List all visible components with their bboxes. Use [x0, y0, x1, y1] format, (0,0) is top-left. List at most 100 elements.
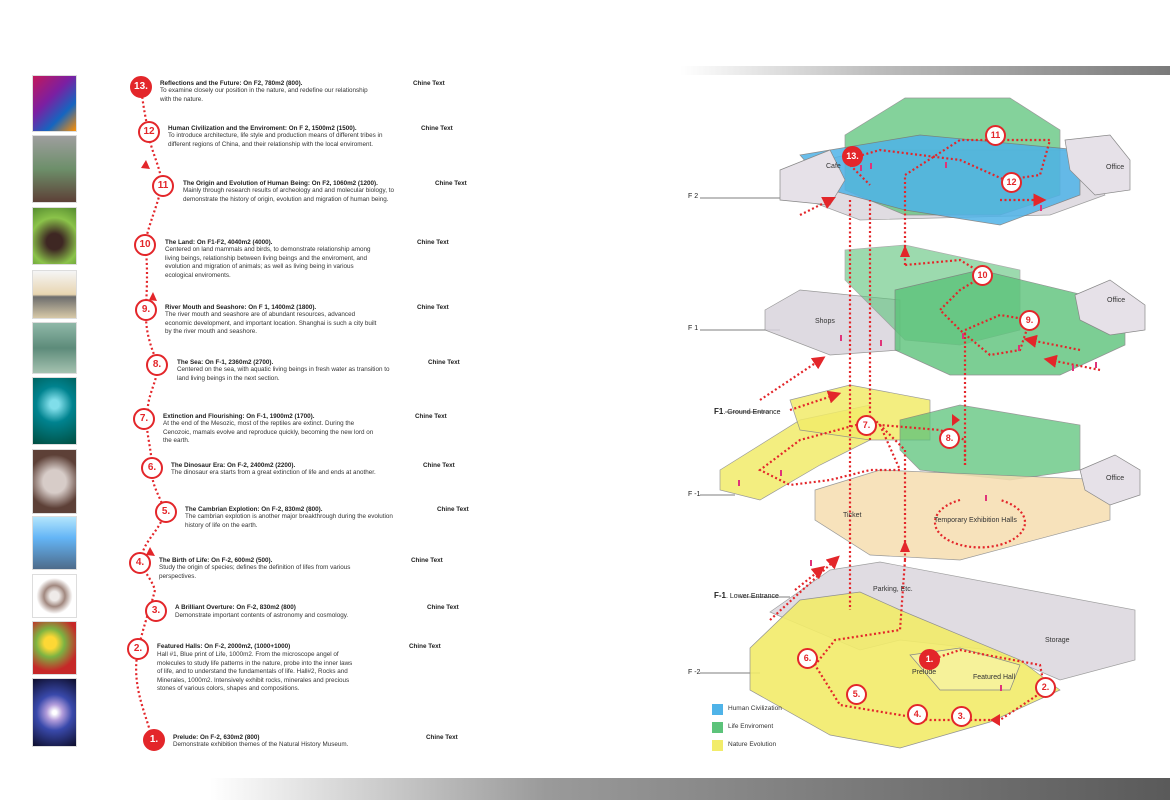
step-number-badge: 10 [134, 234, 156, 256]
chine-text: Chine Text [423, 462, 455, 469]
step-number-badge: 8. [146, 354, 168, 376]
chine-text: Chine Text [427, 604, 459, 611]
floor-label-lower-entrance: F-1. Lower Entrance [714, 591, 779, 600]
step-title: A Brilliant Overture: On F-2, 830m2 (800… [175, 604, 296, 611]
chine-text: Chine Text [428, 359, 460, 366]
step-description: The cambrian explotion is another major … [185, 513, 393, 529]
step-number-badge: 7. [133, 408, 155, 430]
step-description: To examine closely our position in the n… [160, 87, 368, 103]
top-gradient-bar [680, 66, 1170, 75]
area-label-office: Office [1107, 297, 1126, 304]
floor-label-f2: F 2 [688, 193, 699, 200]
step-number-badge: 3. [145, 600, 167, 622]
chine-text: Chine Text [409, 643, 441, 650]
diagram-marker-4: 4. [907, 704, 928, 725]
floor-f1 [764, 244, 1146, 376]
step-description: Demonstrate exhibition themes of the Nat… [173, 741, 349, 748]
diagram-marker-6: 6. [797, 648, 818, 669]
thumb-village-image [32, 135, 77, 203]
thumb-ammonite-image [32, 574, 77, 618]
floor-label-ground-entrance-level: F1 [714, 407, 724, 416]
step-description: Centered on the sea, with aquatic living… [177, 366, 390, 382]
chine-text: Chine Text [411, 557, 443, 564]
step-description: Centered on land mammals and birds, to d… [165, 246, 371, 279]
floor-label-fm1: F -1 [688, 491, 701, 498]
diagram-marker-1: 1. [919, 649, 940, 670]
legend-swatch-human-civilization [712, 704, 723, 715]
floor-label-f1: F 1 [688, 325, 699, 332]
step-description: To introduce architecture, life style an… [168, 132, 383, 148]
step-number-badge: 4. [129, 552, 151, 574]
floor-fm1 [719, 384, 1141, 561]
step-title: The Dinosaur Era: On F-2, 2400m2 (2200). [171, 462, 296, 469]
bottom-gradient-bar [210, 778, 1170, 800]
legend-swatch-nature-evolution [712, 740, 723, 751]
chine-text: Chine Text [417, 304, 449, 311]
step-title: The Origin and Evolution of Human Being:… [183, 180, 378, 187]
step-title: Featured Halls: On F-2, 2000m2, (1000+10… [157, 643, 291, 650]
step-number-badge: 13. [130, 76, 152, 98]
step-title: River Mouth and Seashore: On F 1, 1400m2… [165, 304, 317, 311]
chine-text: Chine Text [421, 125, 453, 132]
chine-text: Chine Text [437, 506, 469, 513]
step-number-badge: 12 [138, 121, 160, 143]
diagram-marker-10: 10 [972, 265, 993, 286]
area-label-shops: Shops [815, 318, 835, 325]
thumb-dinosaur-image [32, 516, 77, 570]
chine-text: Chine Text [417, 239, 449, 246]
area-label-temporary-exhibition: Temporary Exhibition Halls [934, 517, 1017, 524]
diagram-marker-2: 2. [1035, 677, 1056, 698]
floor-label-ground-entrance-text: . Ground Entrance [723, 409, 781, 416]
step-title: The Sea: On F-1, 2360m2 (2700). [177, 359, 274, 366]
legend-swatch-life-environment [712, 722, 723, 733]
diagram-marker-11: 11 [985, 125, 1006, 146]
area-label-parking: Parking, Etc. [873, 586, 913, 593]
diagram-marker-13: 13. [842, 146, 863, 167]
chine-text: Chine Text [435, 180, 467, 187]
legend-label: Human Civilization [728, 705, 782, 712]
step-number-badge: 5. [155, 501, 177, 523]
step-title: Human Civilization and the Enviroment: O… [168, 125, 357, 132]
floor-label-lower-entrance-text: . Lower Entrance [726, 593, 779, 600]
step-number-badge: 11 [152, 175, 174, 197]
floor-label-fm2: F -2 [688, 669, 701, 676]
area-label-prelude: Prelude [912, 669, 937, 676]
area-label-office: Office [1106, 164, 1125, 171]
step-title: Extinction and Flourishing: On F-1, 1900… [163, 413, 315, 420]
diagram-marker-3: 3. [951, 706, 972, 727]
step-description: Hall #1, Blue print of Life, 1000m2. Fro… [157, 651, 353, 693]
step-title: Reflections and the Future: On F2, 780m2… [160, 80, 303, 87]
step-number-badge: 2. [127, 638, 149, 660]
step-title: Prelude: On F-2, 630m2 (800) [173, 734, 260, 741]
axonometric-diagram [700, 97, 1146, 749]
step-number-badge: 1. [143, 729, 165, 751]
step-description: Study the origin of species; defines the… [159, 564, 351, 580]
area-label-storage: Storage [1045, 637, 1070, 644]
area-label-featured-hall: Featured Hall [973, 674, 1016, 681]
thumb-galaxy-image [32, 678, 77, 747]
step-description: Mainly through research results of arche… [183, 187, 394, 203]
step-title: The Cambrian Explotion: On F-2, 830m2 (8… [185, 506, 323, 513]
chine-text: Chine Text [426, 734, 458, 741]
step-title: The Birth of Life: On F-2, 600m2 (500). [159, 557, 273, 564]
step-description: The dinosaur era starts from a great ext… [171, 469, 376, 476]
legend-label: Life Enviroment [728, 723, 774, 730]
step-description: The river mouth and seashore are of abun… [165, 311, 377, 336]
step-number-badge: 6. [141, 457, 163, 479]
step-title: The Land: On F1-F2, 4040m2 (4000). [165, 239, 273, 246]
floor-label-ground-entrance: F1. Ground Entrance [714, 407, 781, 416]
diagram-marker-8: 8. [939, 428, 960, 449]
diagram-marker-12: 12 [1001, 172, 1022, 193]
thumb-mammoth-image [32, 449, 77, 514]
diagram-marker-7: 7. [856, 415, 877, 436]
legend-label: Nature Evolution [728, 741, 777, 748]
area-label-cafe: Cafe [826, 163, 841, 170]
step-number-badge: 9. [135, 299, 157, 321]
chine-text: Chine Text [415, 413, 447, 420]
diagram-marker-9: 9. [1019, 310, 1040, 331]
thumb-bird-image [32, 207, 77, 265]
thumb-cells-image [32, 621, 77, 675]
thumb-city-image [32, 75, 77, 132]
thumb-sea-image [32, 322, 77, 374]
chine-text: Chine Text [413, 80, 445, 87]
